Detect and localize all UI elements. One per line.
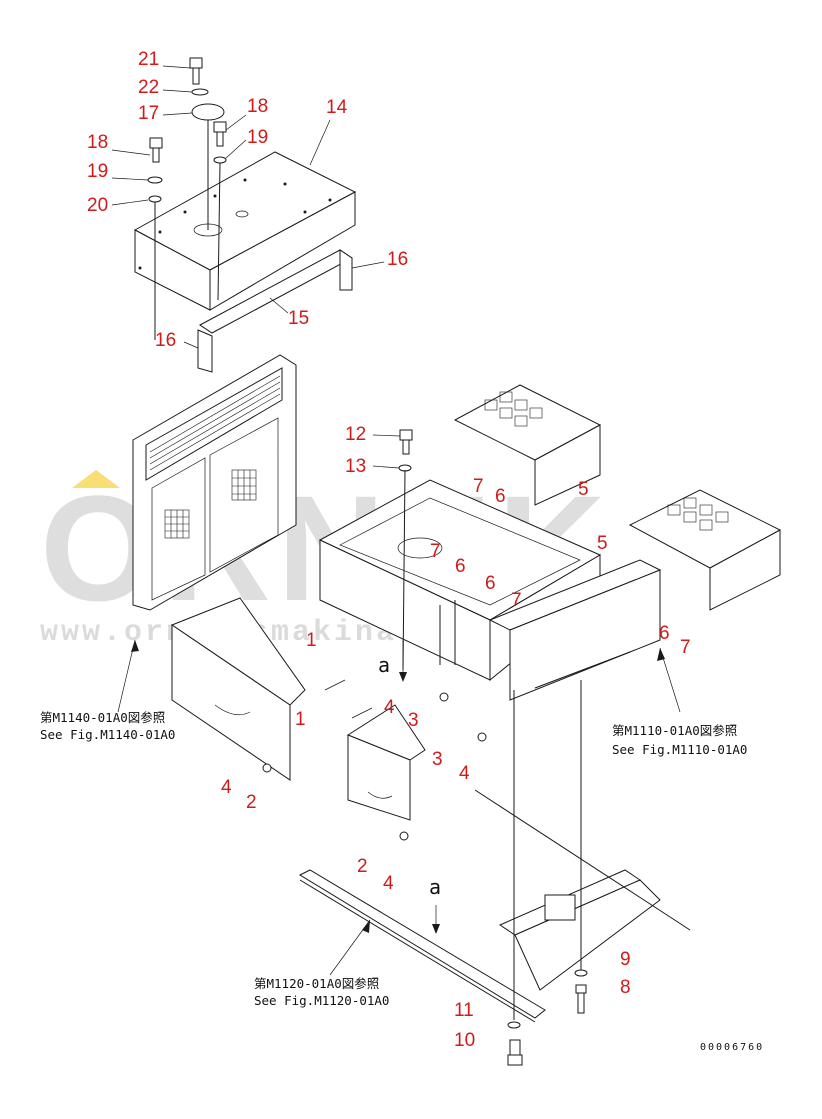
callout-6-a: 6 (495, 486, 506, 507)
callout-4-c: 4 (221, 777, 232, 798)
callout-1-b: 1 (295, 709, 306, 730)
callout-7-d: 7 (680, 637, 691, 658)
right-box (488, 559, 662, 701)
figure-code: 00006760 (700, 1042, 764, 1053)
callout-3-b: 3 (432, 749, 443, 770)
section-marker-upper: a (378, 653, 390, 677)
callout-2-b: 2 (357, 856, 368, 877)
ref-m1110-jp: 第M1110-01A0図参照 (612, 723, 737, 738)
callout-4-b: 4 (459, 763, 470, 784)
callout-leaders (111, 65, 401, 469)
center-lower-cover (346, 704, 426, 821)
ref-m1140-en: See Fig.M1140-01A0 (40, 727, 175, 742)
callout-6-b: 6 (455, 556, 466, 577)
callout-7-c: 7 (511, 590, 522, 611)
callout-11: 11 (454, 1000, 474, 1021)
section-marker-lower: a (429, 875, 441, 899)
callout-5-a: 5 (578, 479, 589, 500)
callout-7-a: 7 (473, 476, 484, 497)
callout-19-top: 19 (247, 127, 268, 148)
callout-8: 8 (620, 977, 631, 998)
callout-15: 15 (288, 308, 309, 329)
reference-leaders (117, 639, 681, 976)
callout-4-a: 4 (384, 697, 395, 718)
left-lower-cover (170, 597, 306, 781)
upper-plate (453, 384, 602, 506)
watermark-accent-icon (72, 470, 120, 488)
ref-m1110-en: See Fig.M1110-01A0 (612, 742, 747, 757)
callout-16-right: 16 (387, 249, 408, 270)
ref-m1140-jp: 第M1140-01A0図参照 (40, 710, 165, 725)
callout-9: 9 (620, 949, 631, 970)
callout-numbers: 21 22 17 18 14 18 19 19 20 16 15 16 12 1… (87, 49, 691, 1051)
callout-7-b: 7 (430, 541, 441, 562)
callout-1-a: 1 (306, 630, 317, 651)
hood-cover (133, 151, 357, 311)
grille-panel (132, 354, 297, 611)
small-parts (262, 429, 588, 1066)
right-frame (474, 789, 691, 991)
callout-18-top: 18 (247, 96, 268, 117)
callout-19-left: 19 (87, 161, 108, 182)
callout-22: 22 (138, 77, 159, 98)
ref-m1120-jp: 第M1120-01A0図参照 (254, 976, 379, 991)
callout-17: 17 (138, 103, 159, 124)
callout-12: 12 (345, 424, 366, 445)
top-fasteners (147, 57, 227, 340)
right-plate (628, 489, 782, 611)
callout-6-c: 6 (485, 573, 496, 594)
bottom-rail (298, 869, 546, 1023)
callout-4-d: 4 (383, 873, 394, 894)
handle-rail (197, 249, 353, 373)
ref-m1120-en: See Fig.M1120-01A0 (254, 993, 389, 1008)
callout-2-a: 2 (246, 792, 257, 813)
callout-18-left: 18 (87, 132, 108, 153)
callout-16-left: 16 (155, 330, 176, 351)
callout-14: 14 (326, 97, 348, 118)
callout-6-d: 6 (659, 623, 670, 644)
callout-10: 10 (454, 1030, 475, 1051)
callout-21: 21 (138, 49, 159, 70)
callout-20: 20 (87, 195, 108, 216)
callout-5-b: 5 (597, 533, 608, 554)
callout-13: 13 (345, 456, 366, 477)
callout-3-a: 3 (408, 710, 419, 731)
